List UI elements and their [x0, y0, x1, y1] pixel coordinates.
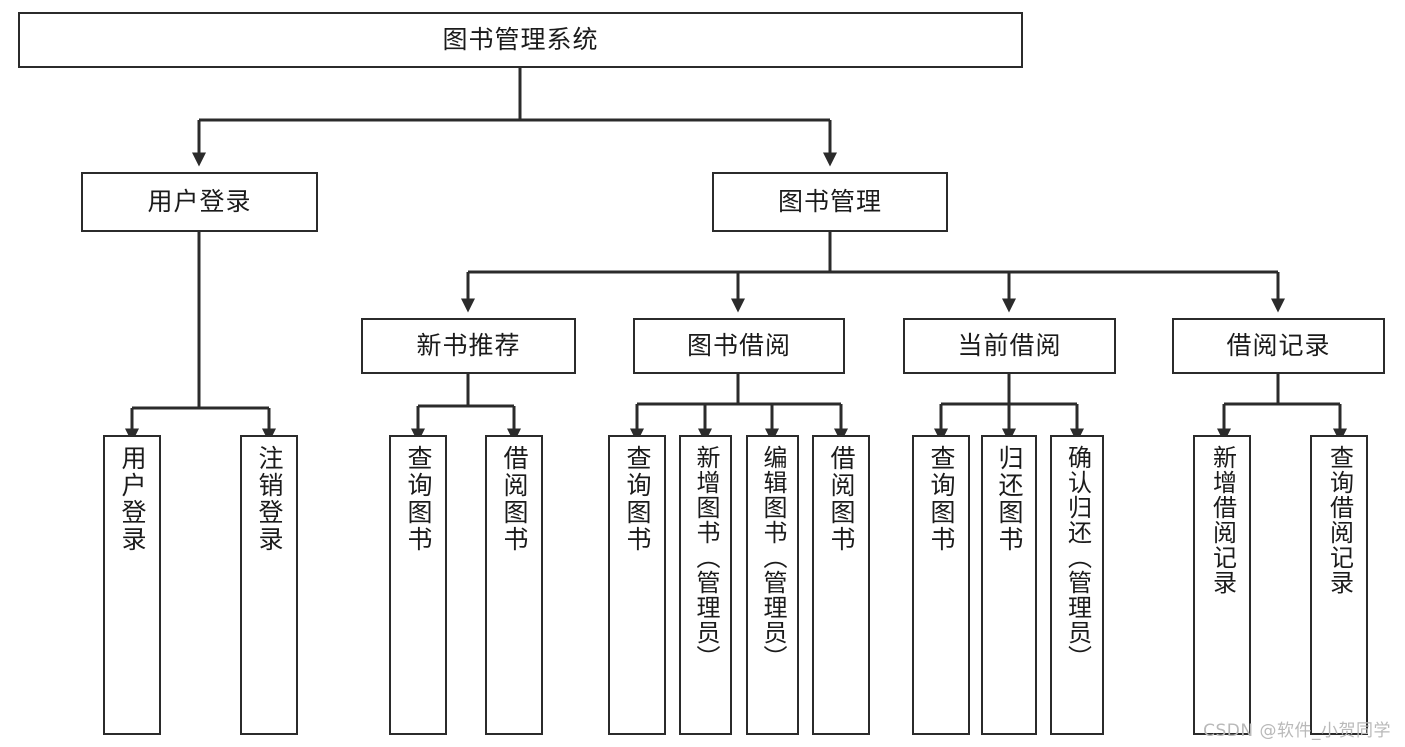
node-book-borrow-label: 图书借阅: [686, 331, 791, 361]
node-user-login-label: 用户登录: [147, 187, 252, 217]
node-leaf-rec-borrow-label: 借阅图书: [500, 445, 529, 553]
node-leaf-user-logout-label: 注销登录: [255, 445, 284, 553]
node-borrow-record[interactable]: 借阅记录: [1172, 318, 1385, 374]
node-new-book-rec[interactable]: 新书推荐: [361, 318, 576, 374]
node-user-login[interactable]: 用户登录: [81, 172, 318, 232]
node-leaf-borrow-add-label: 新增图书（管理员）: [691, 445, 720, 670]
node-leaf-rec-query2[interactable]: 查询借阅记录: [1310, 435, 1368, 735]
node-root[interactable]: 图书管理系统: [18, 12, 1023, 68]
node-leaf-user-login-label: 用户登录: [118, 445, 147, 553]
node-leaf-rec-add[interactable]: 新增借阅记录: [1193, 435, 1251, 735]
node-current-borrow[interactable]: 当前借阅: [903, 318, 1116, 374]
node-leaf-borrow-lend[interactable]: 借阅图书: [812, 435, 870, 735]
node-leaf-user-logout[interactable]: 注销登录: [240, 435, 298, 735]
node-leaf-user-login[interactable]: 用户登录: [103, 435, 161, 735]
node-borrow-record-label: 借阅记录: [1226, 331, 1331, 361]
node-leaf-cur-query-label: 查询图书: [927, 445, 956, 553]
node-leaf-borrow-query[interactable]: 查询图书: [608, 435, 666, 735]
node-leaf-cur-confirm[interactable]: 确认归还（管理员）: [1050, 435, 1104, 735]
csdn-watermark: CSDN @软件_小贺同学: [1203, 721, 1391, 741]
node-leaf-rec-query2-label: 查询借阅记录: [1325, 445, 1354, 595]
node-leaf-cur-return-label: 归还图书: [995, 445, 1024, 553]
node-leaf-rec-query-label: 查询图书: [404, 445, 433, 553]
node-leaf-cur-confirm-label: 确认归还（管理员）: [1063, 445, 1092, 670]
node-leaf-rec-add-label: 新增借阅记录: [1208, 445, 1237, 595]
node-current-borrow-label: 当前借阅: [957, 331, 1062, 361]
node-leaf-borrow-edit-label: 编辑图书（管理员）: [758, 445, 787, 670]
node-root-label: 图书管理系统: [442, 25, 599, 55]
node-book-borrow[interactable]: 图书借阅: [633, 318, 845, 374]
node-leaf-borrow-lend-label: 借阅图书: [827, 445, 856, 553]
node-leaf-cur-return[interactable]: 归还图书: [981, 435, 1037, 735]
node-leaf-borrow-query-label: 查询图书: [623, 445, 652, 553]
node-leaf-rec-borrow[interactable]: 借阅图书: [485, 435, 543, 735]
node-new-book-rec-label: 新书推荐: [416, 331, 521, 361]
node-leaf-rec-query[interactable]: 查询图书: [389, 435, 447, 735]
node-book-manage-label: 图书管理: [777, 187, 882, 217]
node-book-manage[interactable]: 图书管理: [712, 172, 948, 232]
node-leaf-borrow-edit[interactable]: 编辑图书（管理员）: [746, 435, 799, 735]
node-leaf-borrow-add[interactable]: 新增图书（管理员）: [679, 435, 732, 735]
node-leaf-cur-query[interactable]: 查询图书: [912, 435, 970, 735]
